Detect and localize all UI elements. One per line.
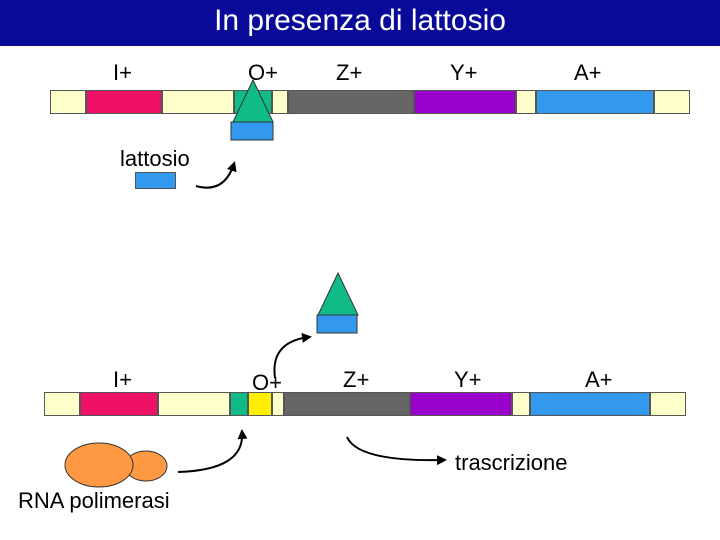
repressor-icon	[316, 271, 359, 334]
top-label-i: I+	[113, 60, 132, 85]
bottom-spacer-5	[650, 392, 686, 416]
bottom-spacer-2	[158, 392, 230, 416]
top-label-z: Z+	[336, 60, 363, 85]
bottom-gene-y	[410, 392, 512, 416]
page-title: In presenza di lattosio	[214, 4, 506, 37]
top-spacer-5	[654, 90, 690, 114]
bottom-label-i: I+	[113, 367, 132, 392]
bottom-label-y: Y+	[454, 367, 482, 392]
curved-arrow-icon	[273, 332, 312, 379]
repressor-icon	[230, 78, 274, 141]
top-spacer-1	[50, 90, 86, 114]
bottom-label-o: O+	[252, 370, 282, 395]
bottom-spacer-1	[44, 392, 80, 416]
top-spacer-3	[272, 90, 288, 114]
lactose-label: lattosio	[120, 146, 190, 171]
bottom-label-z: Z+	[343, 367, 370, 392]
bottom-gene-a	[530, 392, 650, 416]
bottom-promoter	[248, 392, 272, 416]
top-label-a: A+	[574, 60, 602, 85]
bottom-spacer-4	[512, 392, 530, 416]
rna-polymerase-icon	[64, 442, 168, 488]
bottom-label-a: A+	[585, 367, 613, 392]
bottom-gene-i	[80, 392, 158, 416]
transcription-label: trascrizione	[455, 450, 568, 475]
bottom-gene-z	[284, 392, 410, 416]
top-label-y: Y+	[450, 60, 478, 85]
bottom-operator	[230, 392, 248, 416]
top-gene-a	[536, 90, 654, 114]
curved-arrow-icon	[346, 436, 447, 466]
curved-arrow-icon	[195, 161, 237, 189]
top-gene-z	[288, 90, 414, 114]
curved-arrow-icon	[177, 429, 248, 473]
top-gene-i	[86, 90, 162, 114]
top-spacer-2	[162, 90, 234, 114]
top-gene-y	[414, 90, 516, 114]
rna-polymerase-label: RNA polimerasi	[18, 488, 170, 513]
bottom-spacer-3	[272, 392, 284, 416]
lactose-molecule	[135, 172, 176, 189]
title-bar: In presenza di lattosio	[0, 0, 720, 46]
top-spacer-4	[516, 90, 536, 114]
